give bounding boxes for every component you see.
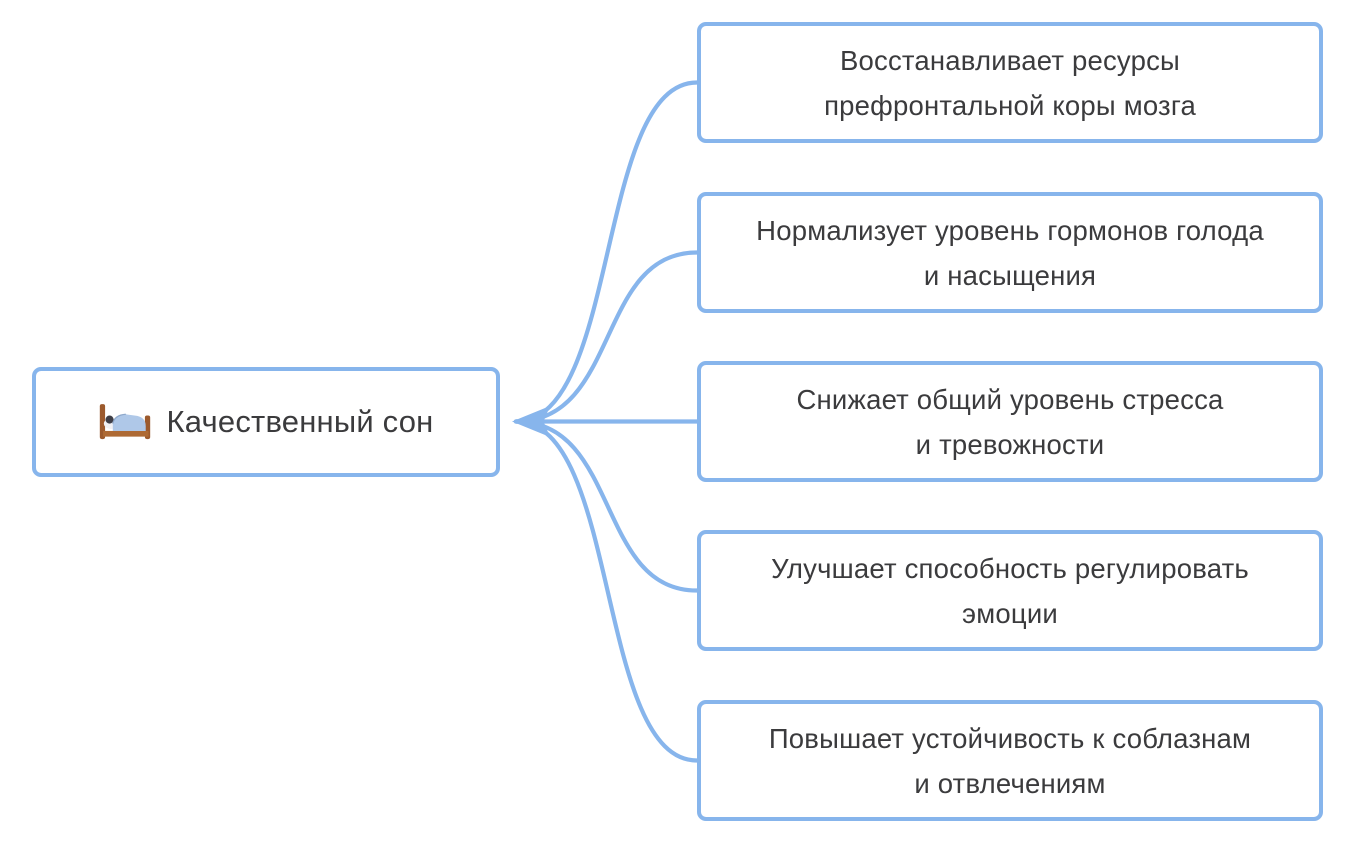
branch-node-hunger-hormones[interactable]: Нормализует уровень гормонов голода и на… (697, 192, 1323, 313)
branch-label-line: эмоции (962, 597, 1058, 629)
branch-label-line: и тревожности (915, 428, 1105, 460)
person-in-bed-icon (99, 403, 151, 441)
branch-label-line: Нормализует уровень гормонов голода (756, 214, 1264, 246)
branch-label-line: Повышает устойчивость к соблазнам (768, 722, 1252, 754)
branch-label-line: Снижает общий уровень стресса (796, 383, 1224, 415)
branch-label-line: и насыщения (923, 259, 1097, 291)
connector-branch-5 (513, 419, 700, 763)
branch-node-stress-anxiety[interactable]: Снижает общий уровень стресса и тревожно… (697, 361, 1323, 482)
connector-branch-4 (513, 419, 700, 593)
branch-label-line: префронтальной коры мозга (824, 89, 1196, 121)
branch-label-line: Восстанавливает ресурсы (840, 44, 1180, 76)
root-node-label: Качественный сон (166, 404, 434, 439)
root-node-quality-sleep[interactable]: Качественный сон (32, 367, 500, 477)
branch-node-temptation-resistance[interactable]: Повышает устойчивость к соблазнам и отвл… (697, 700, 1323, 821)
connector-branch-2 (513, 250, 700, 424)
branch-node-prefrontal-cortex[interactable]: Восстанавливает ресурсы префронтальной к… (697, 22, 1323, 143)
branch-label-line: Улучшает способность регулировать (771, 552, 1249, 584)
branch-label-line: и отвлечениям (914, 767, 1106, 799)
connector-arrowhead-icon (512, 406, 550, 437)
connector-branch-1 (513, 80, 700, 424)
branch-node-emotion-regulation[interactable]: Улучшает способность регулировать эмоции (697, 530, 1323, 651)
